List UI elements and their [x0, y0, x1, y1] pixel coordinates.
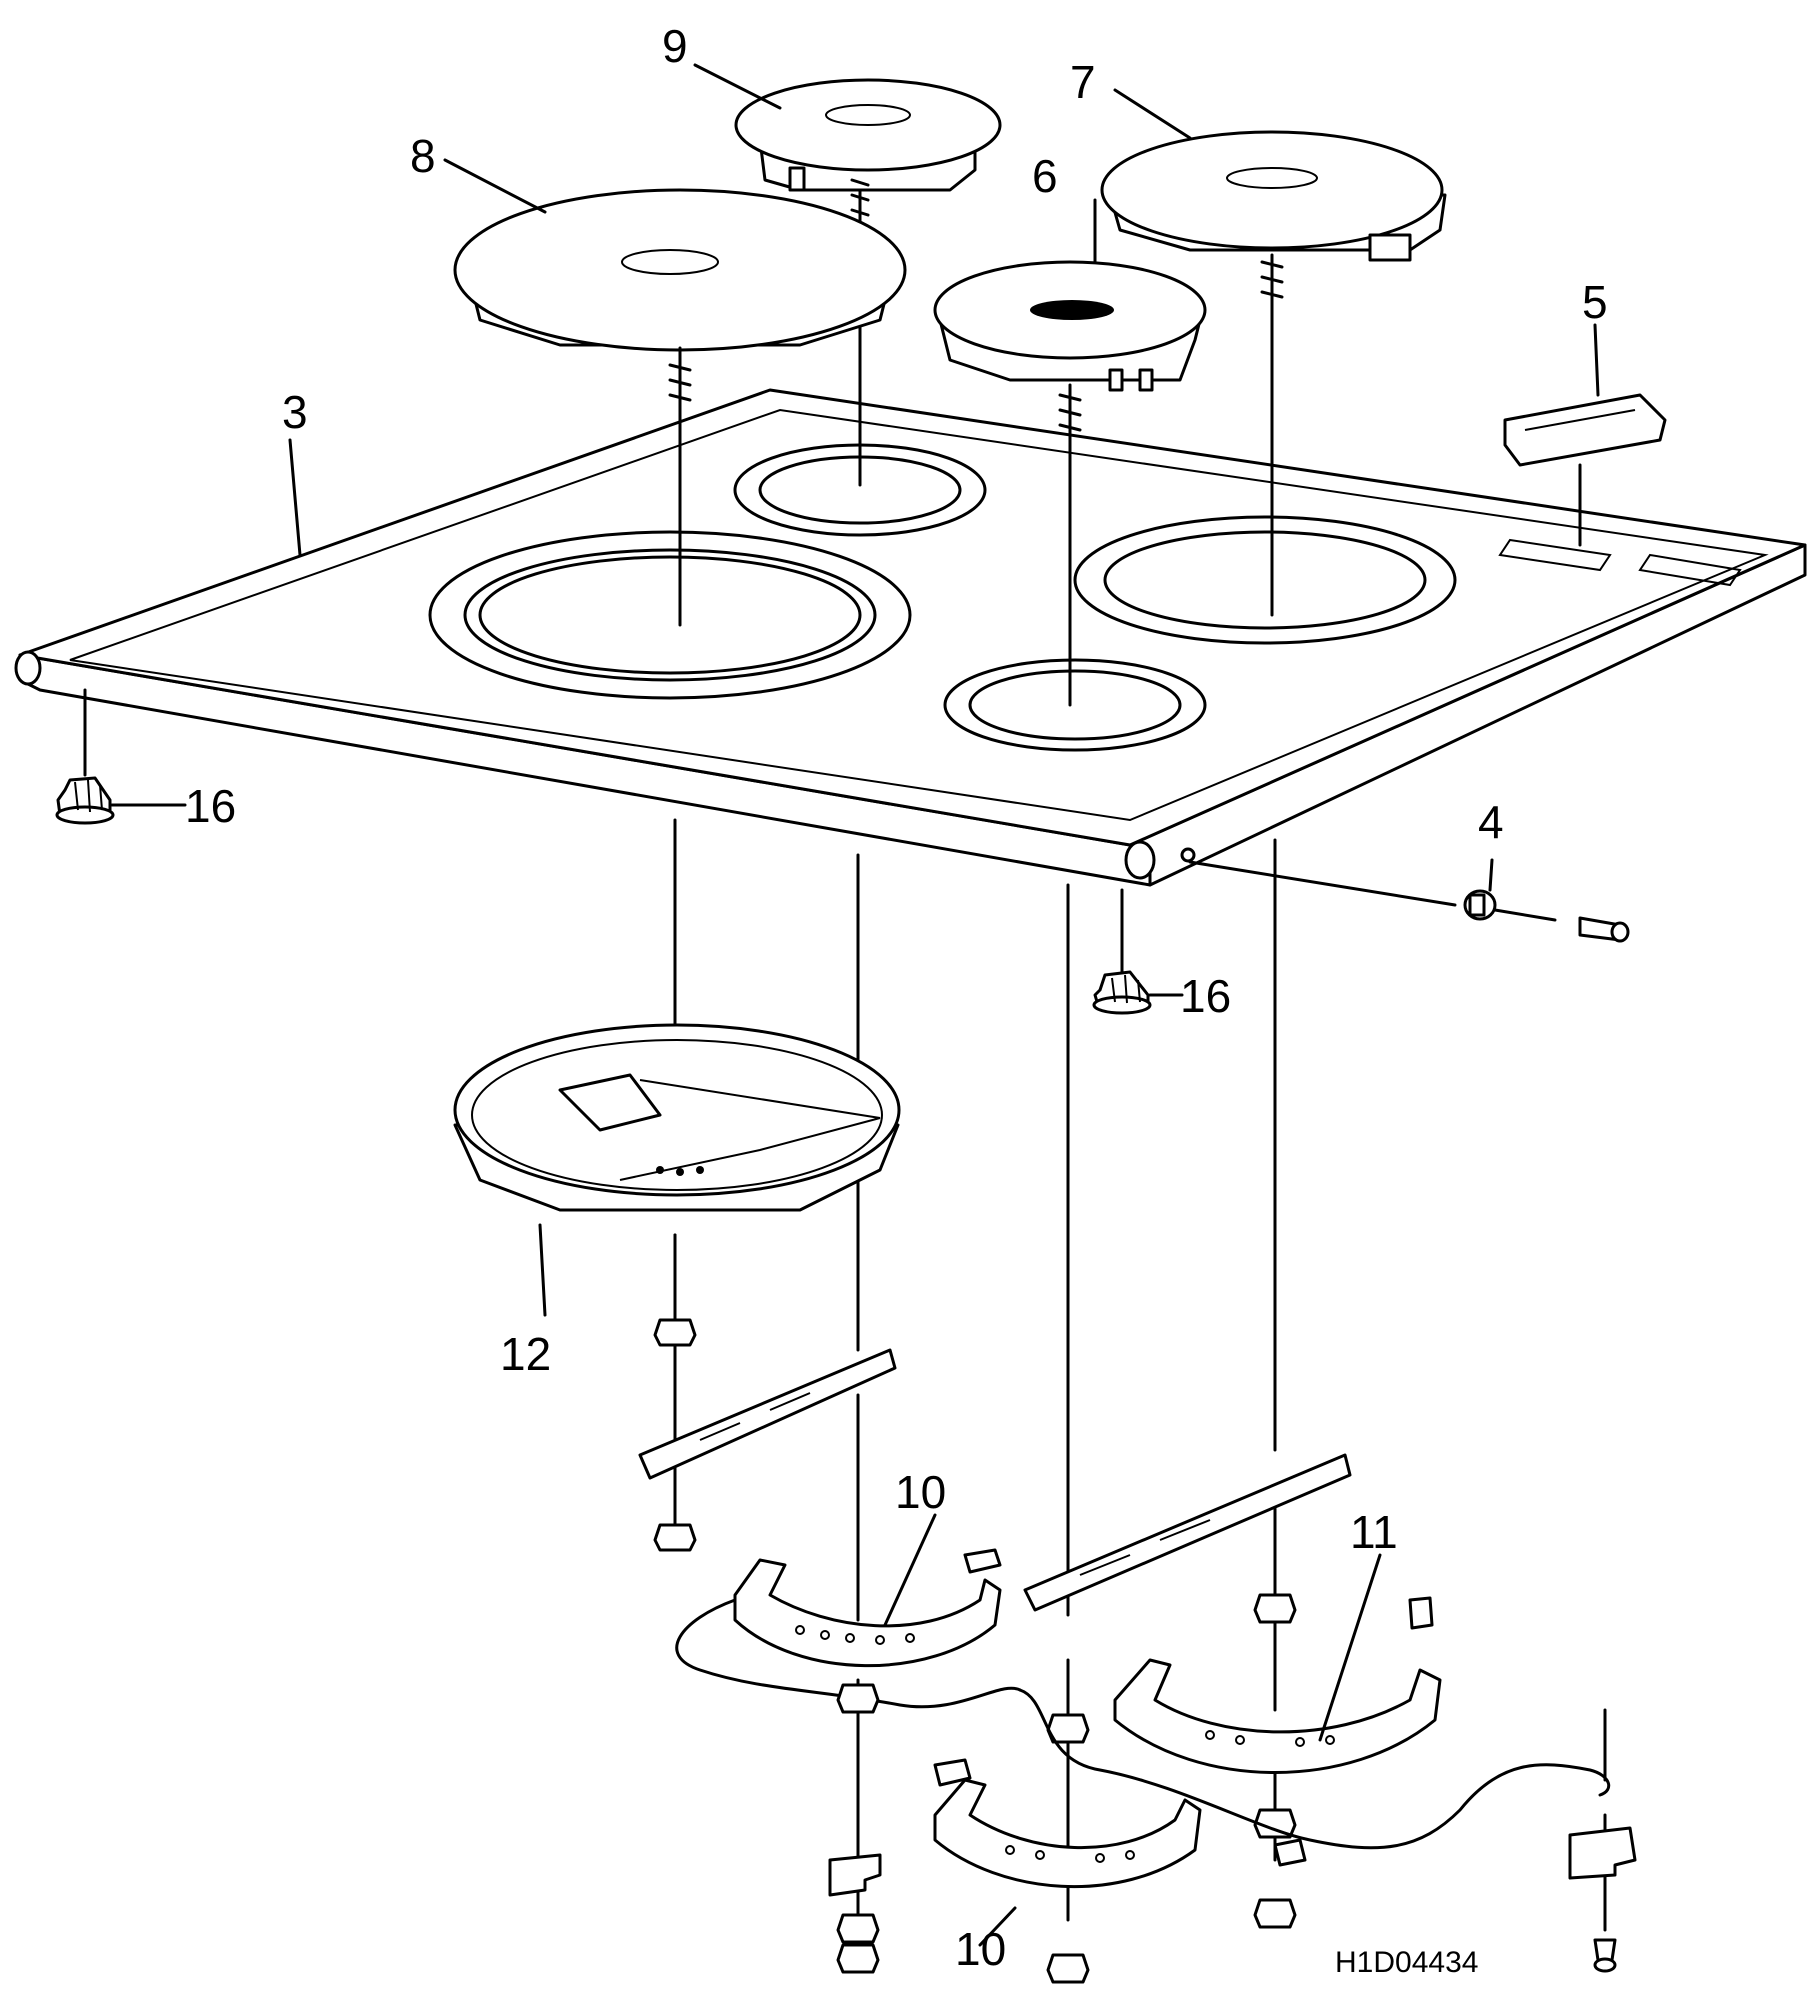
foot-left: [55, 688, 115, 825]
hob-top-plate: [14, 388, 1807, 887]
grommet-and-screw: [1188, 860, 1630, 943]
callout-11: 11: [1350, 1506, 1398, 1558]
callout-10-lower: 10: [955, 1923, 1006, 1975]
callout-16-right: 16: [1180, 970, 1231, 1022]
callout-4: 4: [1478, 796, 1504, 848]
control-insert: [1503, 393, 1667, 547]
callout-10-upper: 10: [895, 1466, 946, 1518]
hob-ring-large-right: [1073, 515, 1457, 645]
callout-labels: 3 4 5 6 7 8 9 10 10 11 12 16 16 H1D04434: [185, 20, 1608, 1979]
foot-right: [1092, 888, 1152, 1015]
callout-9: 9: [662, 20, 688, 72]
wire-right: [1018, 1688, 1611, 1850]
callout-6: 6: [1032, 150, 1058, 202]
hotplate-small-front: [933, 260, 1207, 707]
hob-ring-small-front: [943, 658, 1207, 752]
callout-7: 7: [1070, 56, 1096, 108]
leader-lines: [110, 63, 1600, 1947]
bracket-10-upper: [733, 1548, 1002, 1668]
callout-5: 5: [1582, 276, 1608, 328]
callout-16-left: 16: [185, 780, 236, 832]
callout-8: 8: [410, 130, 436, 182]
bracket-11: [1113, 1596, 1442, 1774]
callout-12: 12: [500, 1328, 551, 1380]
drip-bowl: [453, 1023, 901, 1212]
callout-3: 3: [282, 386, 308, 438]
hob-ring-large-left: [428, 530, 912, 700]
hotplate-large-left: [453, 188, 907, 627]
right-clip-and-screw: [1568, 1826, 1637, 1973]
left-clip: [828, 1853, 882, 1944]
hob-ring-small-rear: [733, 443, 987, 537]
hotplate-large-right: [1100, 130, 1447, 617]
wire-left: [675, 1598, 1022, 1709]
drawing-code: H1D04434: [1335, 1946, 1478, 1979]
wire-clip: [1273, 1838, 1307, 1867]
bracket-10-lower: [933, 1758, 1202, 1889]
center-nuts: [836, 1593, 1297, 1984]
center-strip: [1023, 1453, 1352, 1612]
left-mounting-hardware: [638, 1233, 897, 1552]
